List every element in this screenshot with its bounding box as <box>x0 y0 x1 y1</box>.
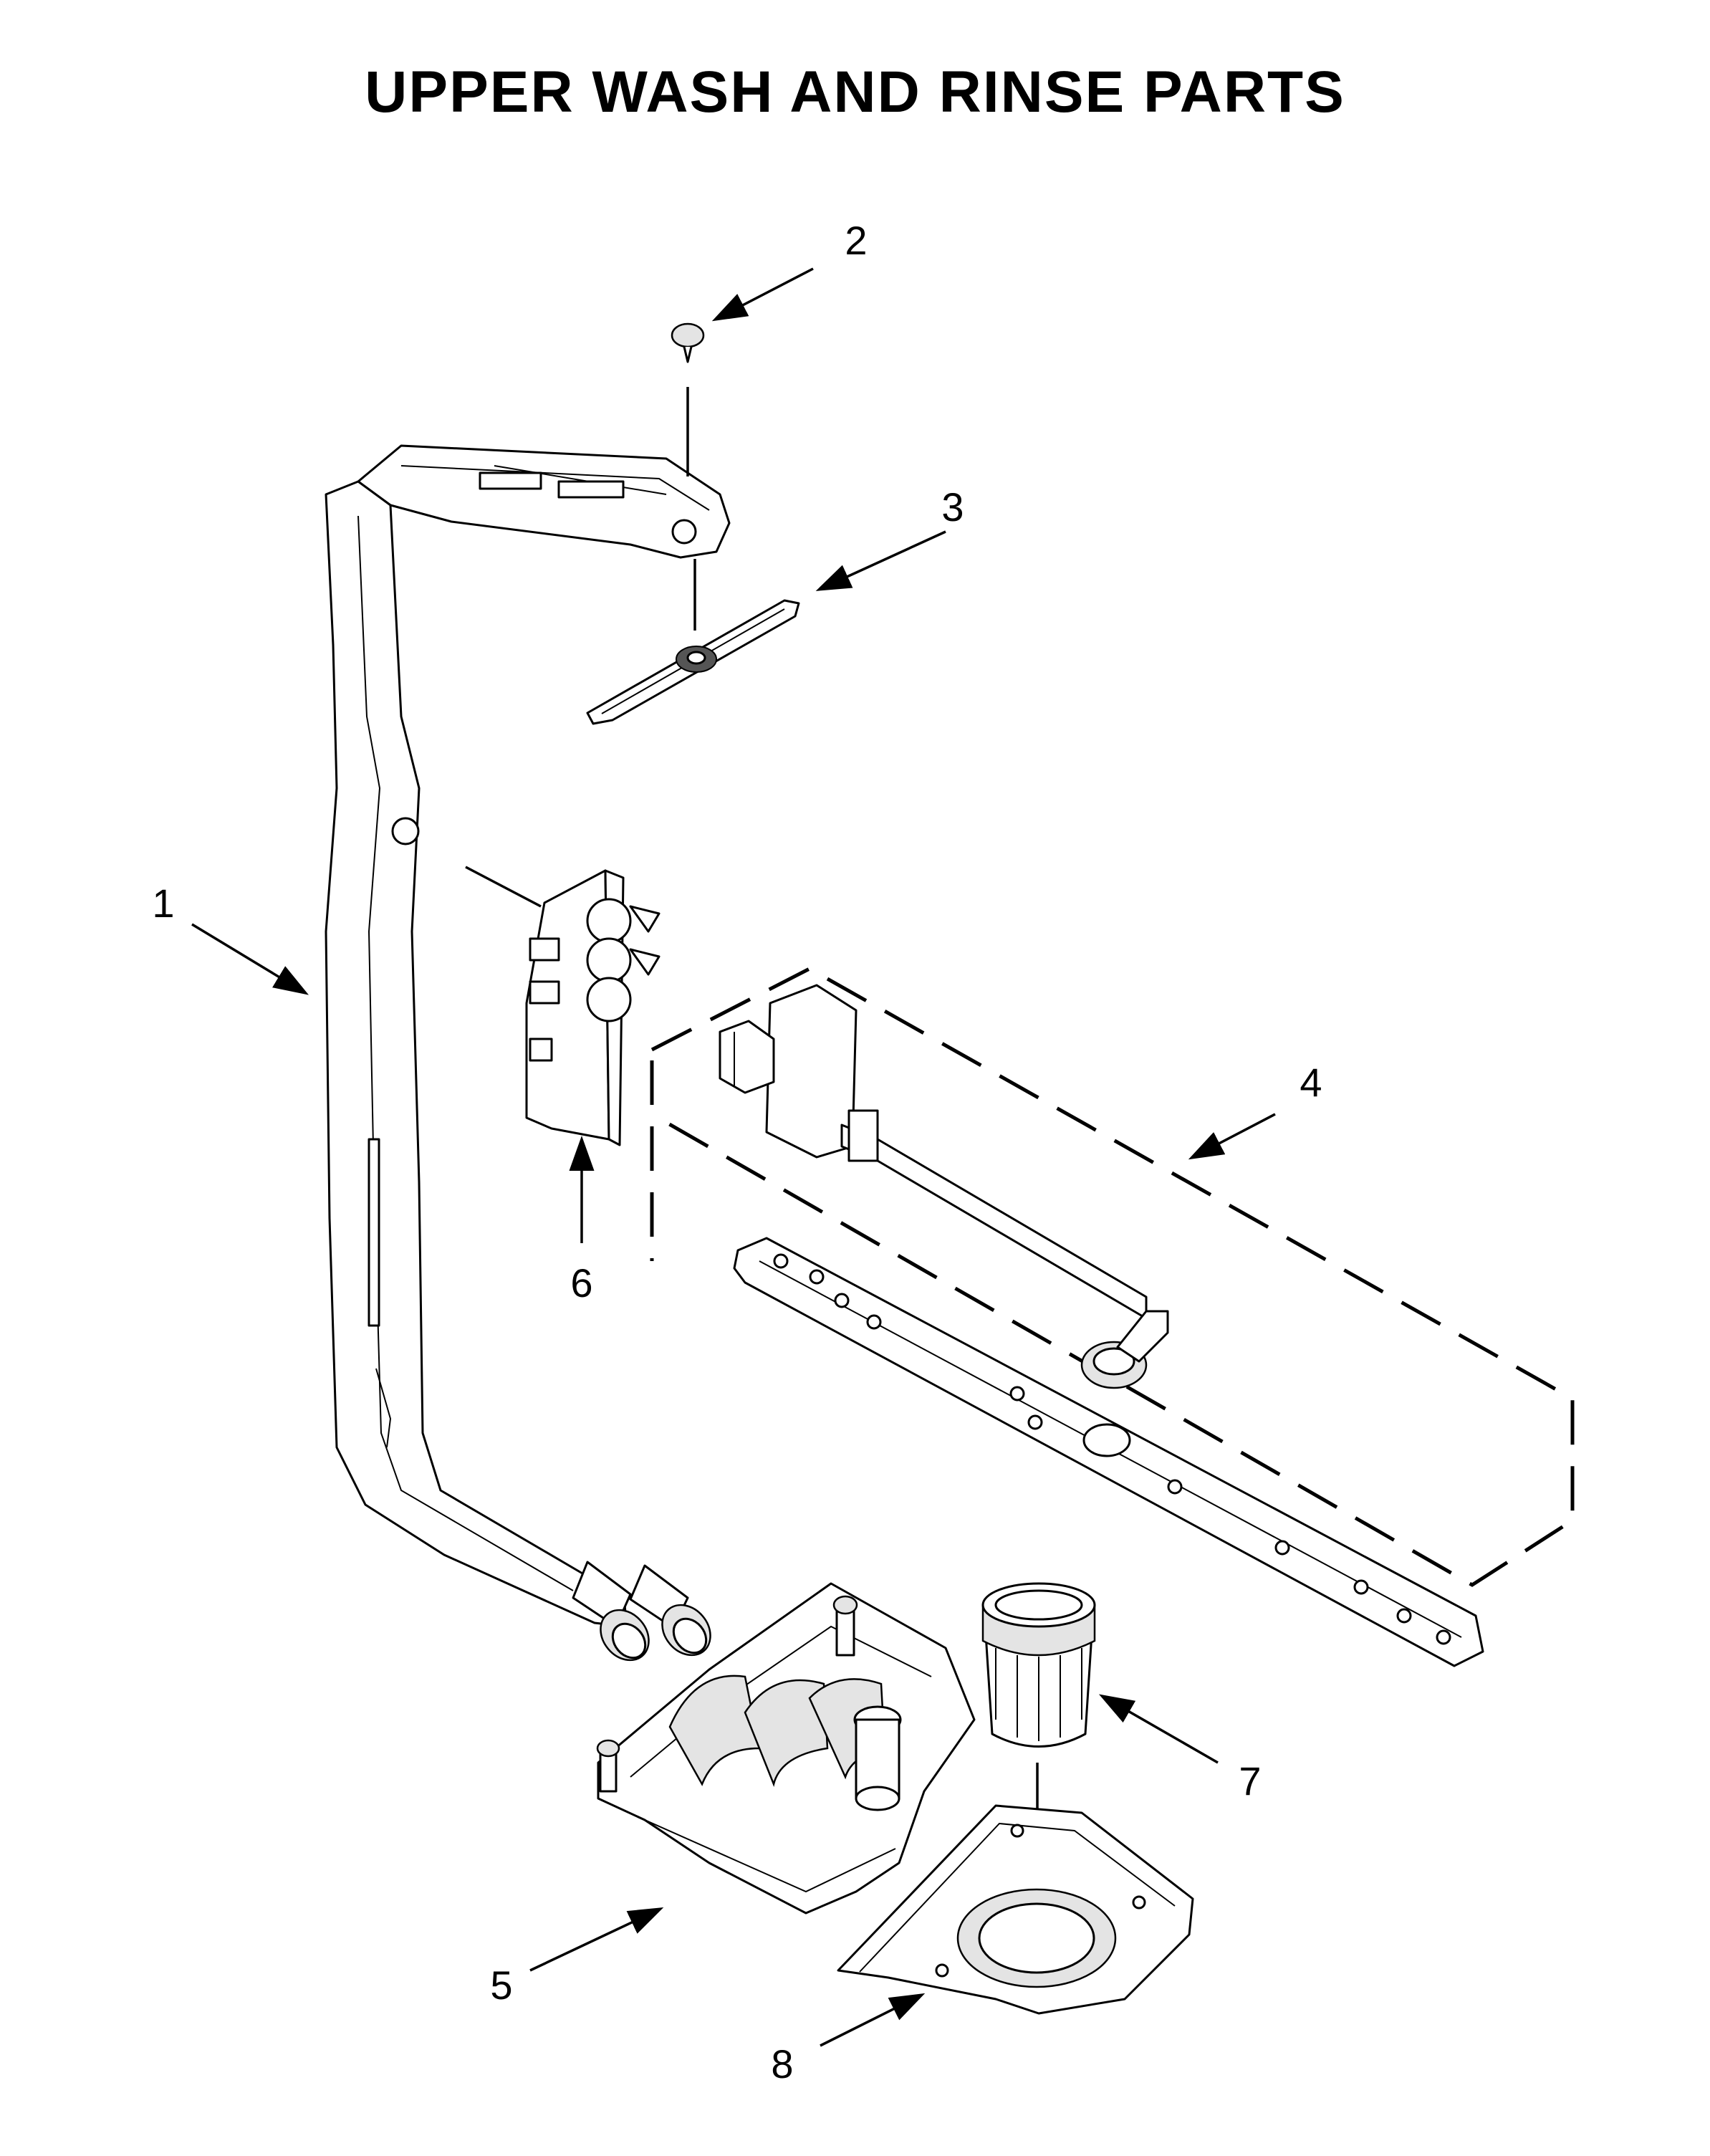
riser-slot <box>368 1138 380 1327</box>
callout-3: 3 <box>815 484 964 591</box>
callout-2-arrow <box>711 267 814 322</box>
tube-clip-mid <box>557 480 625 499</box>
callout-1: 1 <box>152 881 309 995</box>
tube-clip-top <box>479 471 542 490</box>
callout-7: 7 <box>1098 1694 1262 1803</box>
part-5-sump-base <box>596 1582 976 1915</box>
valve-port-3 <box>586 977 632 1022</box>
part-6-valve-block <box>465 866 661 1146</box>
part-2-spray-arm-cap <box>671 322 705 476</box>
callout-1-arrow <box>191 923 309 995</box>
callout-4: 4 <box>1188 1060 1322 1160</box>
callout-3-label: 3 <box>941 484 964 530</box>
part-8-filter-plate <box>837 1804 1194 2015</box>
callout-7-label: 7 <box>1239 1758 1261 1803</box>
part-3-upper-spray-arm <box>586 559 800 725</box>
part-7-filter <box>981 1582 1096 1942</box>
callout-5-arrow <box>529 1907 664 1972</box>
page-title: UPPER WASH AND RINSE PARTS <box>365 59 1345 125</box>
part-1-supply-tube <box>325 444 731 1662</box>
callout-3-arrow <box>815 530 946 591</box>
callout-4-arrow <box>1188 1113 1276 1160</box>
callout-1-label: 1 <box>152 881 174 926</box>
callout-4-label: 4 <box>1300 1060 1322 1105</box>
callout-8-arrow <box>820 1993 926 2047</box>
callout-8: 8 <box>771 1993 926 2086</box>
tube-mount-hole <box>671 519 697 545</box>
callout-2: 2 <box>711 218 868 322</box>
callout-8-label: 8 <box>771 2041 793 2086</box>
valve-port-1 <box>586 898 632 944</box>
part-4-spray-arm-assembly <box>650 967 1575 1667</box>
callout-5-label: 5 <box>490 1963 512 2008</box>
callout-6-label: 6 <box>570 1260 592 1305</box>
callout-6: 6 <box>569 1136 595 1305</box>
riser-mount-hole <box>391 817 420 845</box>
callout-5: 5 <box>490 1907 664 2008</box>
callout-7-arrow <box>1098 1694 1219 1764</box>
tube-outlets <box>572 1561 711 1662</box>
valve-port-2 <box>586 937 632 983</box>
callout-2-label: 2 <box>845 218 867 263</box>
